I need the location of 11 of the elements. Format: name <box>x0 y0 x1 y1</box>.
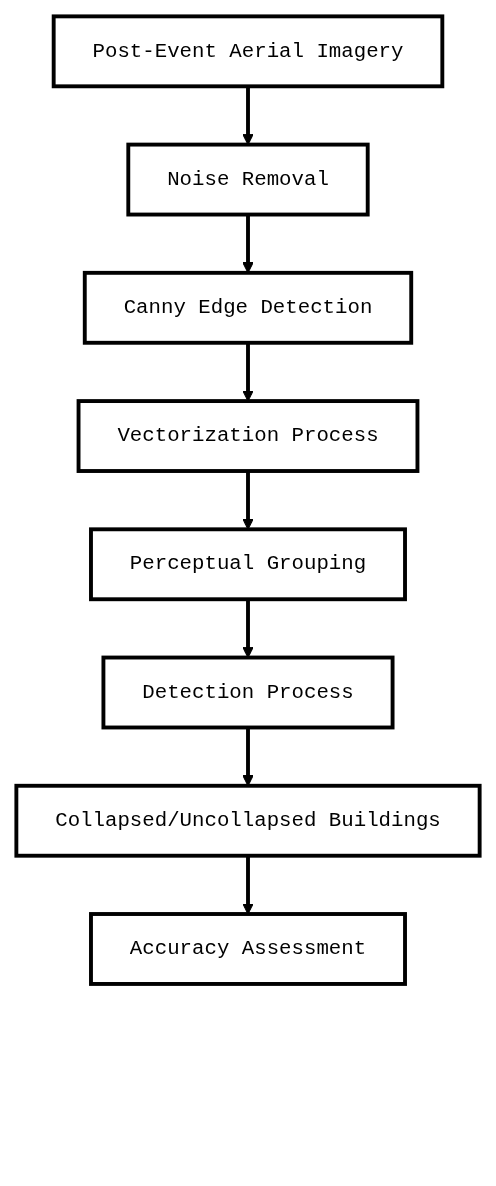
node-box: Collapsed/Uncollapsed Buildings <box>14 783 482 858</box>
node-box: Noise Removal <box>126 142 370 217</box>
node-box: Detection Process <box>101 655 395 730</box>
node-box: Canny Edge Detection <box>82 270 414 345</box>
node-box: Post-Event Aerial Imagery <box>51 14 445 89</box>
node-box: Perceptual Grouping <box>89 527 407 602</box>
node-box: Accuracy Assessment <box>89 912 407 986</box>
arrow <box>242 471 254 530</box>
node-box: Vectorization Process <box>76 399 420 473</box>
arrow <box>242 342 254 402</box>
arrow <box>242 855 254 915</box>
